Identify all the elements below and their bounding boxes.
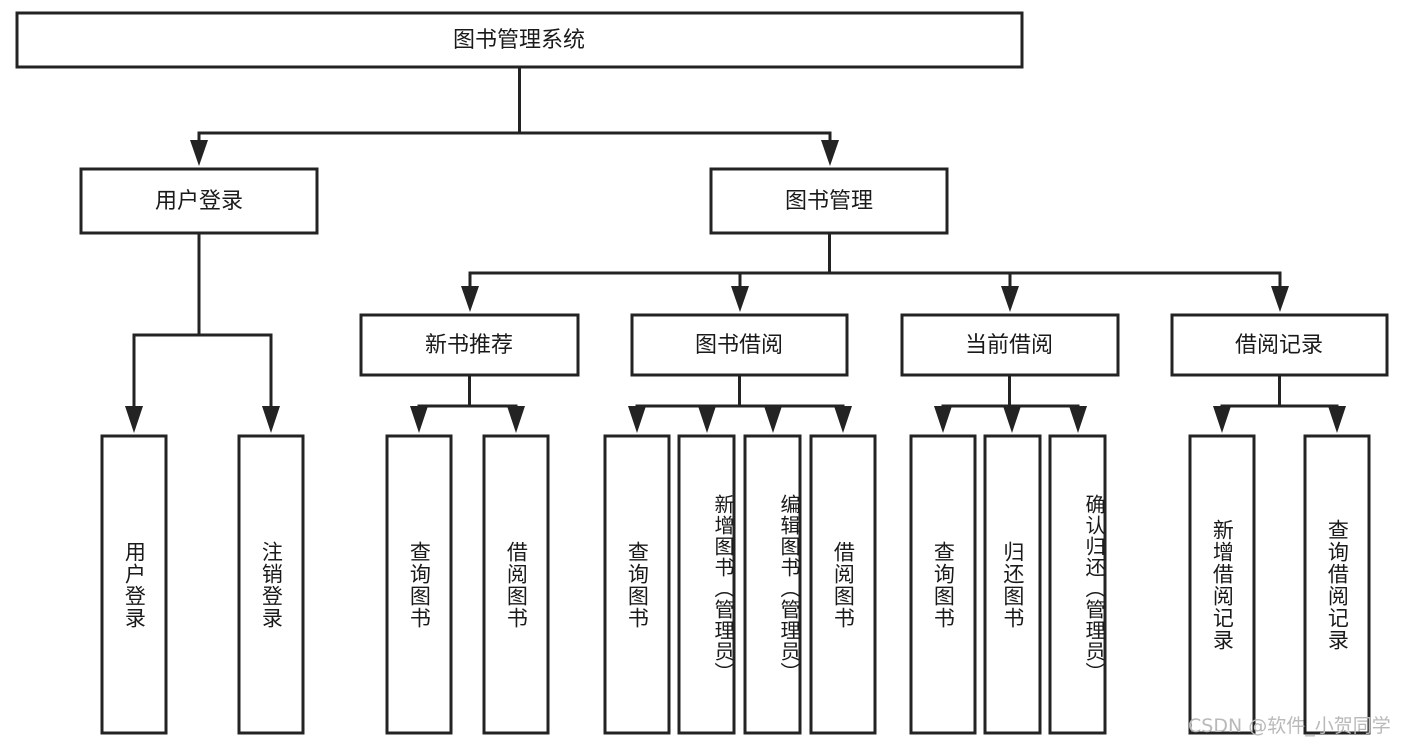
arrow-head-user-login xyxy=(190,140,208,166)
arrow-head-new-book-rec xyxy=(461,286,479,312)
arrow-head-leaf-add-record xyxy=(1213,406,1231,433)
arrow-head-leaf-query-record xyxy=(1328,406,1346,433)
arrow-head-leaf-query-book-3 xyxy=(934,406,952,433)
node-new-book-recommend-label: 新书推荐 xyxy=(425,333,513,358)
node-borrow-record-label: 借阅记录 xyxy=(1235,333,1323,358)
watermark-text: CSDN @软件_小贺同学 xyxy=(1188,715,1391,737)
leaf-box-return-book[interactable] xyxy=(983,434,1042,735)
node-book-borrow[interactable]: 图书借阅 xyxy=(630,313,849,377)
connectors-currentborrow-to-leaves xyxy=(934,373,1087,433)
leaf-box-query-book-2[interactable] xyxy=(603,434,671,735)
leaf-box-logout[interactable] xyxy=(237,434,305,735)
leaf-box-confirm-return-admin[interactable] xyxy=(1048,434,1107,735)
arrow-head-book-mgmt xyxy=(821,140,839,166)
node-book-management[interactable]: 图书管理 xyxy=(709,167,949,235)
arrow-head-leaf-logout xyxy=(262,406,280,433)
node-user-login-box[interactable] xyxy=(79,167,319,235)
arrow-head-leaf-return-book xyxy=(1003,406,1021,433)
arrow-head-leaf-add-book xyxy=(698,406,716,433)
arrow-head-leaf-query-book-1 xyxy=(410,406,428,433)
connectors-userlogin-to-leaves xyxy=(125,231,280,433)
arrow-head-book-borrow xyxy=(731,286,749,312)
leaf-box-borrow-book-1[interactable] xyxy=(482,434,550,735)
node-root-box[interactable] xyxy=(15,11,1024,69)
leaf-box-query-book-3[interactable] xyxy=(909,434,977,735)
leaf-box-query-book-1[interactable] xyxy=(385,434,453,735)
node-book-management-box[interactable] xyxy=(709,167,949,235)
connectors-bookmgmt-to-level3 xyxy=(461,231,1289,312)
arrow-head-leaf-confirm-return xyxy=(1069,406,1087,433)
connectors-bookborrow-to-leaves xyxy=(628,373,852,433)
node-borrow-record-box[interactable] xyxy=(1170,313,1389,377)
arrow-head-leaf-query-book-2 xyxy=(628,406,646,433)
connectors-root-to-level2 xyxy=(190,65,839,166)
leaf-box-add-borrow-record[interactable] xyxy=(1188,434,1256,735)
node-book-borrow-box[interactable] xyxy=(630,313,849,377)
node-new-book-recommend[interactable]: 新书推荐 xyxy=(359,313,580,377)
arrow-head-leaf-user-login xyxy=(125,406,143,433)
node-borrow-record[interactable]: 借阅记录 xyxy=(1170,313,1389,377)
node-current-borrow[interactable]: 当前借阅 xyxy=(900,313,1120,377)
node-current-borrow-label: 当前借阅 xyxy=(965,333,1053,358)
leaf-box-user-login[interactable] xyxy=(100,434,168,735)
arrow-head-leaf-borrow-book-2 xyxy=(834,406,852,433)
node-user-login[interactable]: 用户登录 xyxy=(79,167,319,235)
leaf-box-query-borrow-record[interactable] xyxy=(1303,434,1371,735)
node-new-book-recommend-box[interactable] xyxy=(359,313,580,377)
node-book-management-label: 图书管理 xyxy=(785,189,873,214)
leaf-box-edit-book-admin[interactable] xyxy=(743,434,802,735)
leaf-box-add-book-admin[interactable] xyxy=(677,434,736,735)
arrow-head-current-borrow xyxy=(1001,286,1019,312)
node-root-label: 图书管理系统 xyxy=(453,28,585,53)
leaf-box-borrow-book-2[interactable] xyxy=(809,434,877,735)
node-user-login-label: 用户登录 xyxy=(155,189,243,214)
arrow-head-borrow-record xyxy=(1271,286,1289,312)
node-root-system[interactable]: 图书管理系统 xyxy=(15,11,1024,69)
connectors-newbookrec-to-leaves xyxy=(410,373,525,433)
node-current-borrow-box[interactable] xyxy=(900,313,1120,377)
node-book-borrow-label: 图书借阅 xyxy=(695,333,783,358)
arrow-head-leaf-borrow-book-1 xyxy=(507,406,525,433)
arrow-head-leaf-edit-book xyxy=(764,406,782,433)
connectors-borrowrecord-to-leaves xyxy=(1213,373,1346,433)
